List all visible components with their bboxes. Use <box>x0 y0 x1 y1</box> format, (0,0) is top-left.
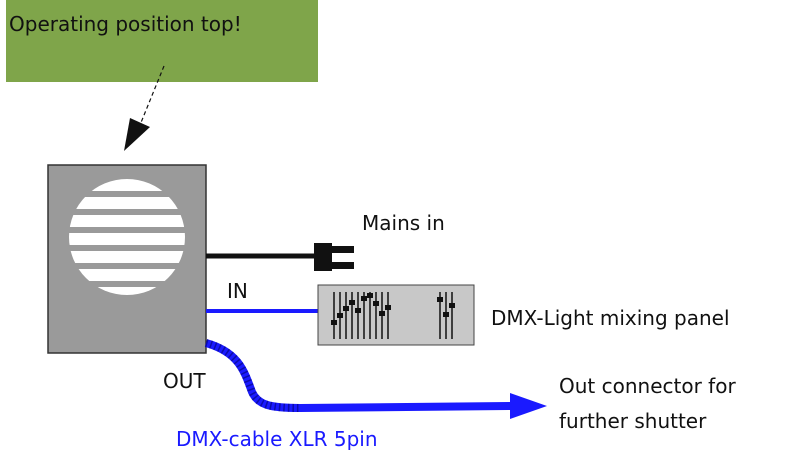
note-text: Operating position top! <box>9 12 242 36</box>
pointer-arrowhead <box>124 118 150 151</box>
dmx-cable-label: DMX-cable XLR 5pin <box>176 427 378 450</box>
in-label: IN <box>227 279 248 303</box>
mains-in-label: Mains in <box>362 211 445 235</box>
out-connector-label-line2: further shutter <box>559 409 707 433</box>
dmx-out-cable-braid <box>204 339 301 412</box>
out-connector-label-line1: Out connector for <box>559 374 736 398</box>
plug-pin-icon <box>330 246 354 253</box>
out-arrowhead-icon <box>510 393 547 419</box>
mixing-panel-label: DMX-Light mixing panel <box>491 306 730 330</box>
mixer-faders <box>333 292 453 339</box>
plug-pin-icon <box>330 262 354 269</box>
shutter-grille <box>69 179 185 295</box>
dashed-pointer-line <box>139 65 165 126</box>
out-label: OUT <box>163 369 206 393</box>
mixer-fader-knobs <box>331 293 455 325</box>
mains-plug-icon <box>314 243 332 271</box>
operating-position-note: Operating position top! <box>6 0 318 82</box>
dmx-out-cable <box>204 339 513 413</box>
